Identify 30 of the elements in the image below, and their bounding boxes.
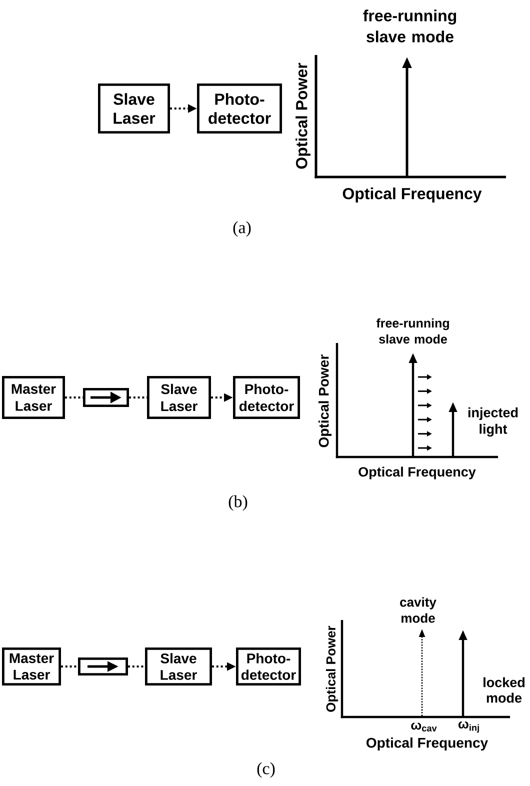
frequency-label: ω$_{inj}$ <box>458 721 479 733</box>
laser-box: Slave Laser <box>147 376 211 419</box>
spectrum-label: injected light <box>468 407 518 437</box>
axis-title: Optical Frequency <box>358 466 476 480</box>
laser-box: Master Laser <box>2 648 61 686</box>
axis-title: Optical Power <box>326 626 338 712</box>
spectrum-label: locked mode <box>484 677 524 703</box>
laser-box: Slave Laser <box>145 648 212 686</box>
laser-box: Slave Laser <box>98 84 170 134</box>
axis-title: Optical Power <box>318 354 332 448</box>
panel-label: (a) <box>233 221 251 237</box>
detector-box: Photo- detector <box>236 648 301 686</box>
connector-line <box>128 666 145 668</box>
axis-title: Optical Frequency <box>366 737 488 751</box>
spectrum-label: free-running slave mode <box>376 318 449 344</box>
connector-line <box>61 666 78 668</box>
detector-box: Photo- detector <box>233 376 300 419</box>
frequency-label: ω$_{cav}$ <box>411 722 437 732</box>
detector-box: Photo- detector <box>197 84 282 134</box>
spectrum-label: free-running slave mode <box>363 10 456 42</box>
axis-title: Optical Frequency <box>342 188 482 202</box>
connector-line <box>65 396 83 398</box>
laser-box: Master Laser <box>2 376 65 419</box>
spectrum-label: cavity mode <box>400 597 436 623</box>
panel-label: (b) <box>228 495 248 511</box>
connector-line <box>129 396 147 398</box>
isolator-box <box>83 388 129 407</box>
panel-label: (c) <box>257 762 275 778</box>
axis-title: Optical Power <box>296 62 310 169</box>
isolator-box <box>78 658 128 676</box>
